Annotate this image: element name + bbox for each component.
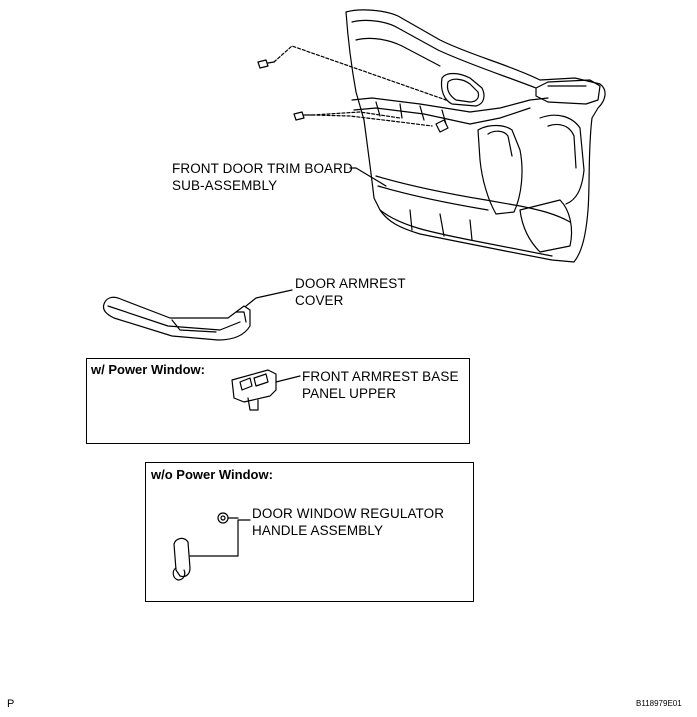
armrest-base-label-line2: PANEL UPPER xyxy=(302,386,397,401)
screw-upper-drawing xyxy=(257,59,275,69)
trim-board-label-line1: FRONT DOOR TRIM BOARD xyxy=(172,161,353,176)
screw-lower-leader xyxy=(311,111,433,127)
no-power-window-box xyxy=(145,462,474,602)
regulator-handle-label-line2: HANDLE ASSEMBLY xyxy=(252,523,384,538)
armrest-base-leader xyxy=(275,375,301,383)
no-power-window-box-title: w/o Power Window: xyxy=(151,467,273,482)
armrest-cover-label: DOOR ARMREST COVER xyxy=(295,275,406,309)
screw-upper-leader xyxy=(273,45,447,101)
page-mark: P xyxy=(7,698,15,710)
power-window-box-title: w/ Power Window: xyxy=(91,362,205,377)
armrest-base-label: FRONT ARMREST BASE PANEL UPPER xyxy=(302,368,459,402)
armrest-cover-label-line2: COVER xyxy=(295,293,344,308)
armrest-cover-label-line1: DOOR ARMREST xyxy=(295,276,406,291)
regulator-handle-label-line1: DOOR WINDOW REGULATOR xyxy=(252,506,445,521)
armrest-base-label-line1: FRONT ARMREST BASE xyxy=(302,369,459,384)
trim-board-label: FRONT DOOR TRIM BOARD SUB-ASSEMBLY xyxy=(172,160,353,194)
armrest-cover-drawing xyxy=(102,296,251,341)
armrest-base-panel-drawing xyxy=(231,369,277,411)
regulator-handle-leader xyxy=(189,519,251,557)
screw-lower-drawing xyxy=(293,111,313,121)
trim-board-label-line2: SUB-ASSEMBLY xyxy=(172,178,278,193)
figure-code: B118979E01 xyxy=(636,699,682,708)
armrest-cover-leader xyxy=(245,289,293,307)
trim-board-leader xyxy=(349,167,387,187)
regulator-handle-label: DOOR WINDOW REGULATOR HANDLE ASSEMBLY xyxy=(252,505,444,539)
door-trim-board-drawing xyxy=(345,9,606,263)
power-window-box xyxy=(86,358,470,444)
